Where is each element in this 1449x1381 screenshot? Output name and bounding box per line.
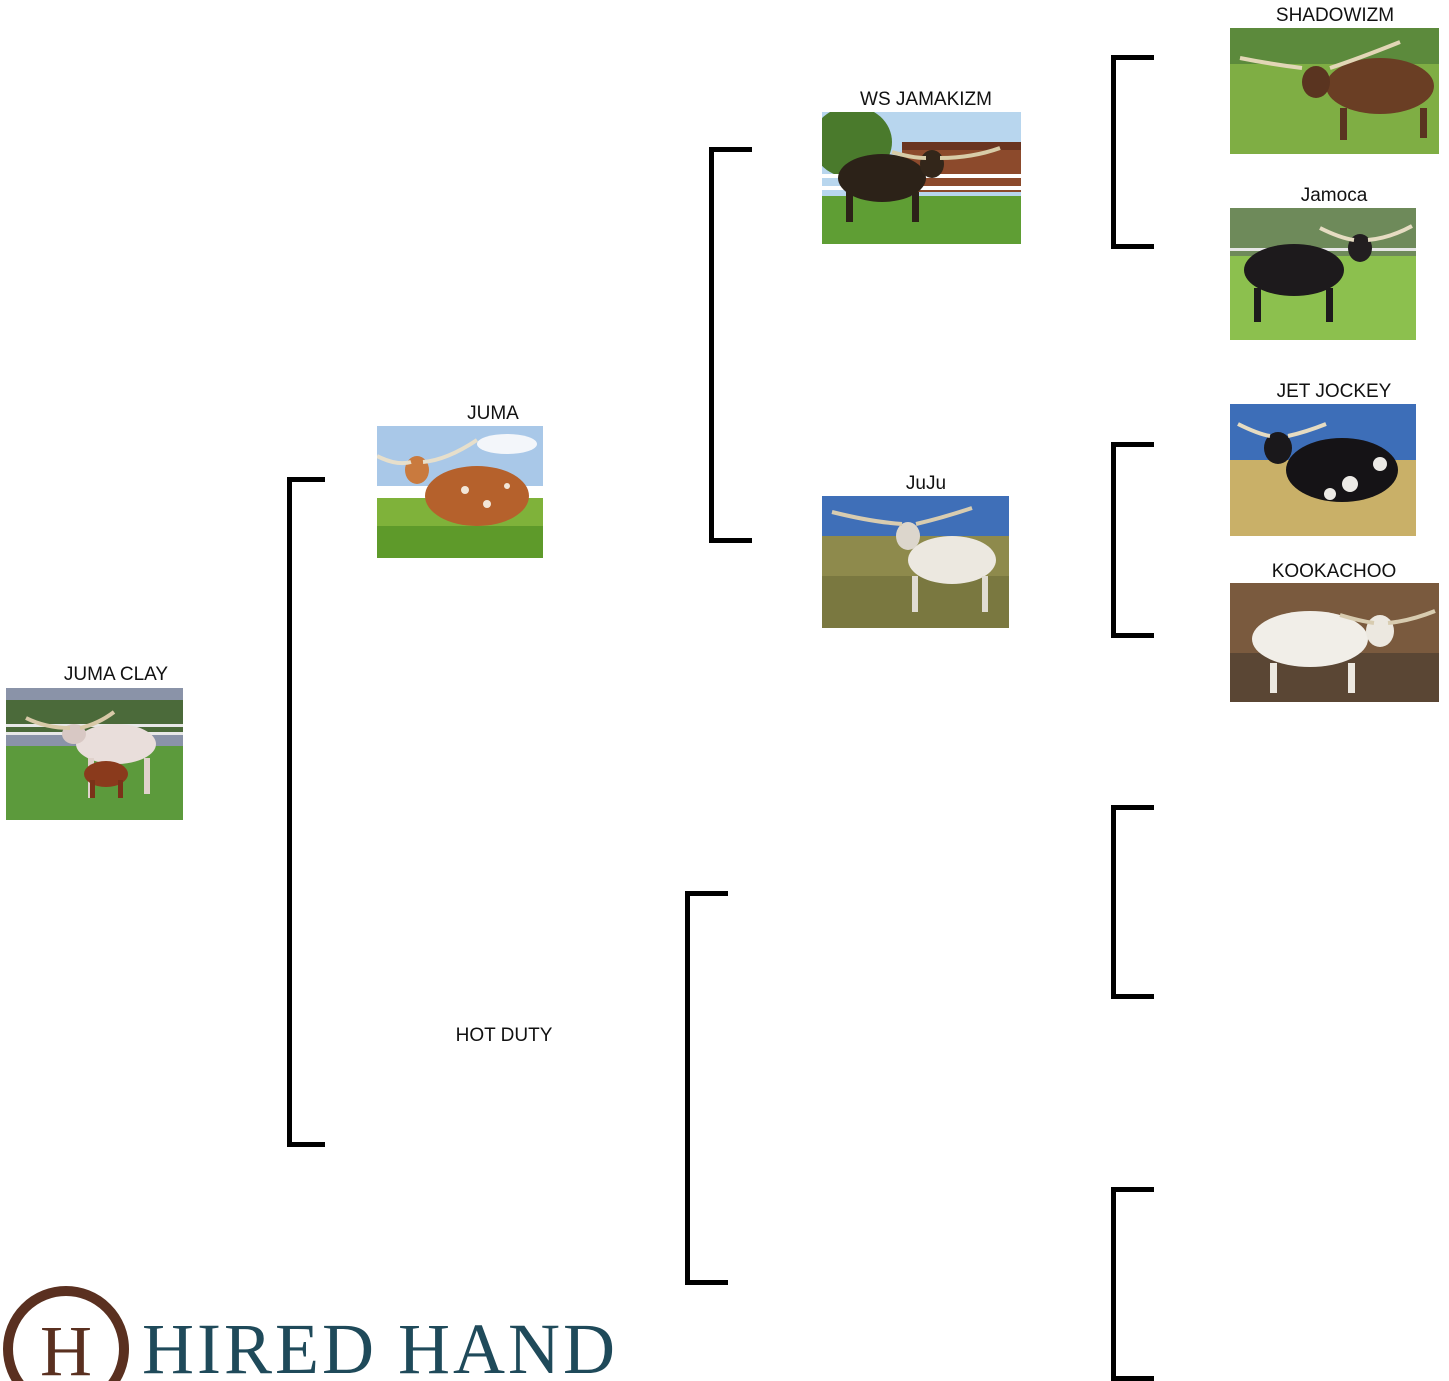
sire-parents-bracket: [709, 147, 752, 543]
sire-dam-photo: [822, 496, 1009, 628]
sdd-name: KOOKACHOO: [1271, 561, 1397, 582]
hired-hand-emblem-icon: H: [3, 1286, 129, 1381]
sds-photo: [1230, 404, 1416, 536]
svg-text:H: H: [40, 1311, 92, 1381]
sss-photo: [1230, 28, 1439, 154]
dam-dam-parents-bracket: [1111, 1187, 1154, 1381]
sds-name: JET JOCKEY: [1276, 381, 1392, 402]
hired-hand-logo: H HIRED HAND: [0, 1283, 640, 1381]
logo-text: HIRED HAND: [142, 1309, 618, 1381]
dam-parents-bracket: [685, 891, 728, 1285]
subject-photo: [6, 688, 183, 820]
dam-name: HOT DUTY: [455, 1025, 553, 1046]
sire-photo: [377, 426, 543, 558]
ssd-name: Jamoca: [1300, 185, 1368, 206]
sire-dam-parents-bracket: [1111, 442, 1154, 638]
sdd-photo: [1230, 583, 1439, 702]
sire-sire-name: WS JAMAKIZM: [860, 89, 992, 110]
sire-sire-parents-bracket: [1111, 55, 1154, 249]
ssd-photo: [1230, 208, 1416, 340]
sire-sire-photo: [822, 112, 1021, 244]
subject-parents-bracket: [287, 477, 325, 1147]
sss-name: SHADOWIZM: [1275, 5, 1395, 26]
sire-dam-name: JuJu: [905, 473, 947, 494]
dam-sire-parents-bracket: [1111, 805, 1154, 999]
sire-name: JUMA: [467, 403, 519, 424]
subject-name: JUMA CLAY: [63, 664, 169, 685]
